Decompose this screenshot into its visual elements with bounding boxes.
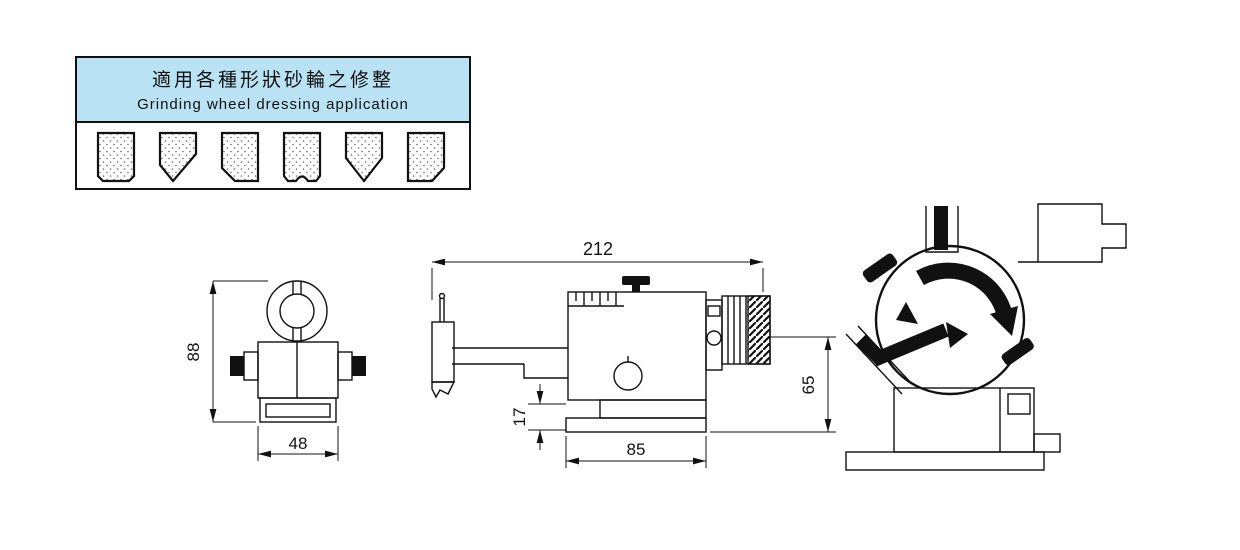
mounted-right-knob [1001, 338, 1034, 366]
wheel-shaft [934, 206, 948, 250]
front-left-knob [230, 356, 244, 376]
side-height-dimension: 65 [710, 336, 836, 433]
front-height-dimension: 88 [184, 280, 268, 423]
application-header: 適用各種形狀砂輪之修整 Grinding wheel dressing appl… [77, 58, 469, 123]
dresser-arm-clamp [855, 334, 886, 365]
side-base-width-dimension: 85 [565, 436, 707, 468]
dim-85-label: 85 [627, 440, 646, 459]
dim-17-label: 17 [510, 408, 529, 427]
grinding-wheel [874, 244, 1026, 396]
dim-65-label: 65 [799, 376, 818, 395]
wheel-profile-icon-v-bottom-left [158, 131, 198, 183]
wheel-rotation-arrow [896, 262, 1018, 336]
wheel-profile-icon-chamfer-right-bottom [406, 131, 446, 183]
application-title-zh: 適用各種形狀砂輪之修整 [151, 70, 394, 91]
wheel-profile-icon-v-bottom [344, 131, 384, 183]
wheel-profile-icon-concave-bottom [282, 131, 322, 183]
front-right-knob [352, 356, 366, 376]
front-view: 88 48 [184, 280, 366, 461]
mounted-left-knob [862, 253, 898, 283]
side-step-dimension: 17 [510, 384, 566, 450]
side-top-knob [622, 276, 650, 292]
side-overall-width-dimension: 212 [431, 239, 764, 300]
diamond-dresser-tool [871, 322, 968, 367]
spindle-end-shading [747, 295, 771, 365]
application-title-en: Grinding wheel dressing application [137, 96, 409, 113]
mounted-view [845, 203, 1127, 471]
front-width-dimension: 48 [257, 426, 339, 461]
side-view: 212 65 17 85 [431, 239, 836, 468]
wheel-profile-icon-flat-bottom [96, 131, 136, 183]
dim-212-label: 212 [583, 239, 613, 259]
wheel-profiles [96, 131, 446, 183]
dim-88-label: 88 [184, 343, 203, 362]
wheel-profile-icon-chamfer-left-bottom [220, 131, 260, 183]
dim-48-label: 48 [289, 434, 308, 453]
application-box: 適用各種形狀砂輪之修整 Grinding wheel dressing appl… [75, 56, 471, 190]
